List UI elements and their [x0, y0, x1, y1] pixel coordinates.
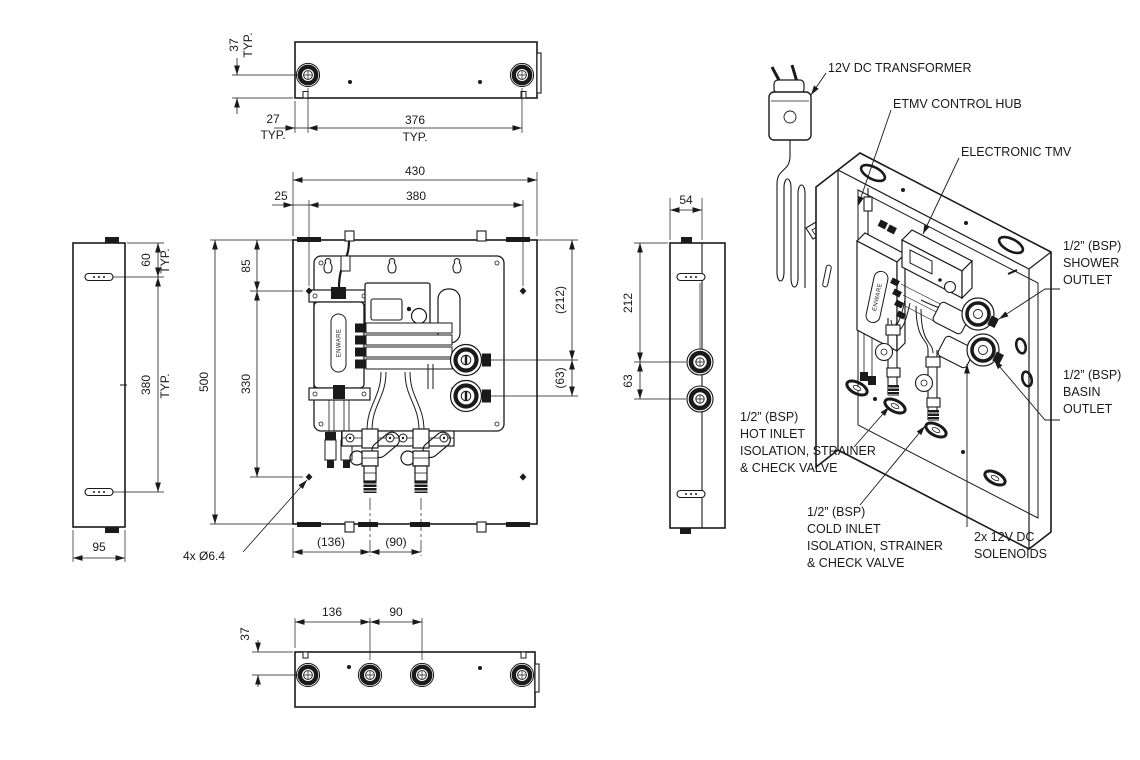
svg-text:COLD INLET: COLD INLET	[807, 522, 881, 536]
dim-left-60-typ: TYP.	[158, 248, 172, 273]
keyhole-slot-icon	[387, 258, 397, 274]
label-basin-outlet: 1/2” (BSP) BASIN OUTLET	[1063, 368, 1121, 416]
tmv-knob	[410, 307, 428, 325]
dim-front-25: 25	[274, 189, 288, 203]
shower-outlet-iso	[961, 297, 999, 331]
label-cold-inlet: 1/2” (BSP) COLD INLET ISOLATION, STRAINE…	[807, 505, 943, 570]
electronic-tmv-iso	[900, 229, 974, 300]
inlet-port-icon	[687, 349, 713, 375]
dim-front-85: 85	[239, 259, 253, 273]
transformer	[768, 64, 812, 141]
label-control-hub: ETMV CONTROL HUB	[893, 97, 1022, 111]
dim-left-380: 380	[139, 375, 153, 395]
label-transformer: 12V DC TRANSFORMER	[828, 61, 972, 75]
hub-logo: ENWARE	[337, 329, 343, 358]
hot-inlet-hole-icon	[358, 663, 381, 686]
hub-logo-iso: ENWARE	[872, 283, 884, 312]
label-shower-outlet: 1/2” (BSP) SHOWER OUTLET	[1063, 239, 1121, 287]
power-cord	[776, 140, 806, 288]
dim-front-mount-holes: 4x Ø6.4	[183, 549, 225, 563]
mount-slot-icon	[84, 487, 114, 497]
dim-front-63: (63)	[553, 367, 567, 388]
svg-text:2x 12V DC: 2x 12V DC	[974, 530, 1034, 544]
dim-top-27: 27	[266, 112, 280, 126]
dim-bottom-90: 90	[389, 605, 403, 619]
dim-top-376: 376	[405, 113, 425, 127]
dim-front-380: 380	[406, 189, 426, 203]
right-side-view: 54 212 63	[621, 193, 726, 534]
svg-text:OUTLET: OUTLET	[1063, 273, 1113, 287]
dim-front-500: 500	[197, 372, 211, 392]
dim-right-63: 63	[621, 374, 635, 388]
mount-hole-icon	[510, 63, 533, 86]
control-hub-iso: ENWARE	[855, 188, 907, 385]
svg-text:BASIN: BASIN	[1063, 385, 1101, 399]
front-view: ENWARE 430	[183, 164, 578, 563]
dim-bottom-136: 136	[322, 605, 342, 619]
svg-text:HOT INLET: HOT INLET	[740, 427, 805, 441]
electronic-tmv	[364, 282, 431, 329]
dim-bottom-37: 37	[238, 627, 252, 641]
dim-left-380-typ: TYP.	[158, 373, 172, 398]
svg-text:1/2” (BSP): 1/2” (BSP)	[740, 410, 798, 424]
left-side-view: 60 TYP. 380 TYP. 95	[72, 237, 172, 562]
dim-top-37-typ: TYP.	[241, 32, 255, 57]
bottom-view: 136 90 37	[238, 605, 540, 708]
dim-front-90: (90)	[385, 535, 406, 549]
label-electronic-tmv: ELECTRONIC TMV	[961, 145, 1072, 159]
dim-right-212: 212	[621, 293, 635, 313]
svg-text:& CHECK VALVE: & CHECK VALVE	[807, 556, 905, 570]
top-view: 37 TYP. 27 TYP. 376 TYP.	[227, 32, 542, 144]
mixing-tubes	[366, 371, 425, 432]
dim-front-212: (212)	[553, 286, 567, 314]
dim-top-37: 37	[227, 38, 241, 52]
cold-inlet-hole-icon	[410, 663, 433, 686]
inlet-port-icon	[687, 386, 713, 412]
svg-text:ISOLATION, STRAINER: ISOLATION, STRAINER	[740, 444, 876, 458]
label-hot-inlet: 1/2” (BSP) HOT INLET ISOLATION, STRAINER…	[740, 410, 876, 475]
tmv-display	[370, 298, 403, 321]
cold-inlet-valve-iso	[914, 350, 941, 421]
mount-slot-icon	[676, 272, 706, 282]
mount-hole-icon	[510, 663, 533, 686]
svg-text:SHOWER: SHOWER	[1063, 256, 1119, 270]
dim-left-95: 95	[92, 540, 106, 554]
dim-front-136: (136)	[317, 535, 345, 549]
mount-slot-icon	[676, 489, 706, 499]
hot-inlet-valve-iso	[874, 318, 901, 396]
mount-slot-icon	[84, 272, 114, 282]
isometric-view: ENWARE	[740, 61, 1121, 570]
svg-text:1/2” (BSP): 1/2” (BSP)	[807, 505, 865, 519]
keyhole-slot-icon	[452, 258, 462, 274]
svg-text:1/2” (BSP): 1/2” (BSP)	[1063, 368, 1121, 382]
dim-front-430: 430	[405, 164, 425, 178]
svg-text:1/2” (BSP): 1/2” (BSP)	[1063, 239, 1121, 253]
dim-front-330: 330	[239, 374, 253, 394]
label-solenoids: 2x 12V DC SOLENOIDS	[974, 530, 1047, 561]
svg-text:OUTLET: OUTLET	[1063, 402, 1113, 416]
iso-leaders	[810, 72, 1060, 527]
keyhole-slot-icon	[323, 258, 333, 274]
svg-text:ISOLATION, STRAINER: ISOLATION, STRAINER	[807, 539, 943, 553]
svg-text:SOLENOIDS: SOLENOIDS	[974, 547, 1047, 561]
svg-text:& CHECK VALVE: & CHECK VALVE	[740, 461, 838, 475]
dim-left-60: 60	[139, 253, 153, 267]
control-hub: ENWARE	[308, 287, 371, 468]
dim-top-376-typ: TYP.	[402, 130, 427, 144]
dim-right-54: 54	[679, 193, 693, 207]
dim-top-27-typ: TYP.	[260, 128, 285, 142]
